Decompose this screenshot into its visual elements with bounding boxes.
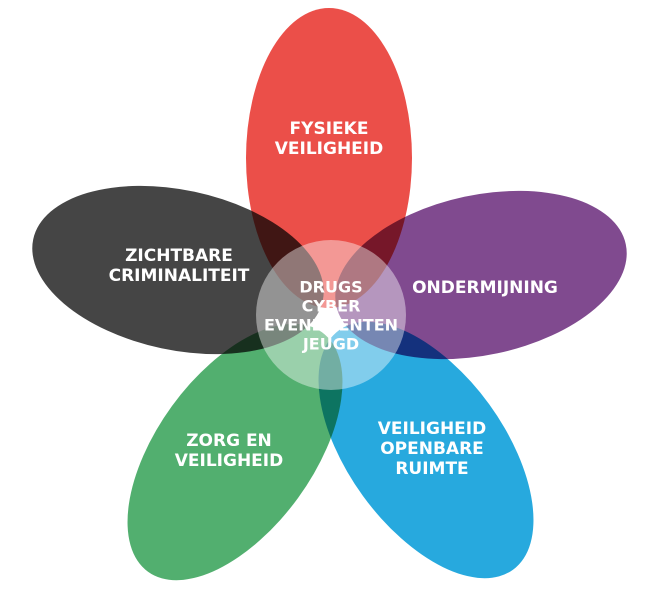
petal-zorg-en-veiligheid bbox=[127, 323, 343, 581]
petal-label-line: OPENBARE bbox=[380, 439, 484, 459]
petal-label-line: VEILIGHEID bbox=[275, 139, 383, 159]
center-label-line: CYBER bbox=[302, 297, 361, 316]
petal-zichtbare-criminaliteit bbox=[32, 185, 324, 355]
petal-label-line: ONDERMIJNING bbox=[412, 278, 558, 298]
petal-label-line: ZORG EN bbox=[186, 431, 272, 451]
petal-label-line: FYSIEKE bbox=[290, 119, 369, 139]
petal-label-line: VEILIGHEID bbox=[378, 419, 486, 439]
petal-label-ondermijning: ONDERMIJNING bbox=[412, 278, 558, 298]
petal-label-line: VEILIGHEID bbox=[175, 451, 283, 471]
petals-layer bbox=[32, 8, 627, 581]
petal-label-line: ZICHTBARE bbox=[125, 246, 233, 266]
center-circle bbox=[256, 240, 406, 390]
center-label-line: JEUGD bbox=[302, 335, 359, 354]
center-label-line: DRUGS bbox=[299, 278, 362, 297]
center-label-line: EVENEMENTEN bbox=[264, 316, 398, 335]
petal-label-line: CRIMINALITEIT bbox=[109, 266, 250, 286]
petal-ondermijning bbox=[335, 190, 627, 360]
petal-label-line: RUIMTE bbox=[395, 459, 468, 479]
petal-veiligheid-openbare-ruimte bbox=[318, 321, 534, 579]
